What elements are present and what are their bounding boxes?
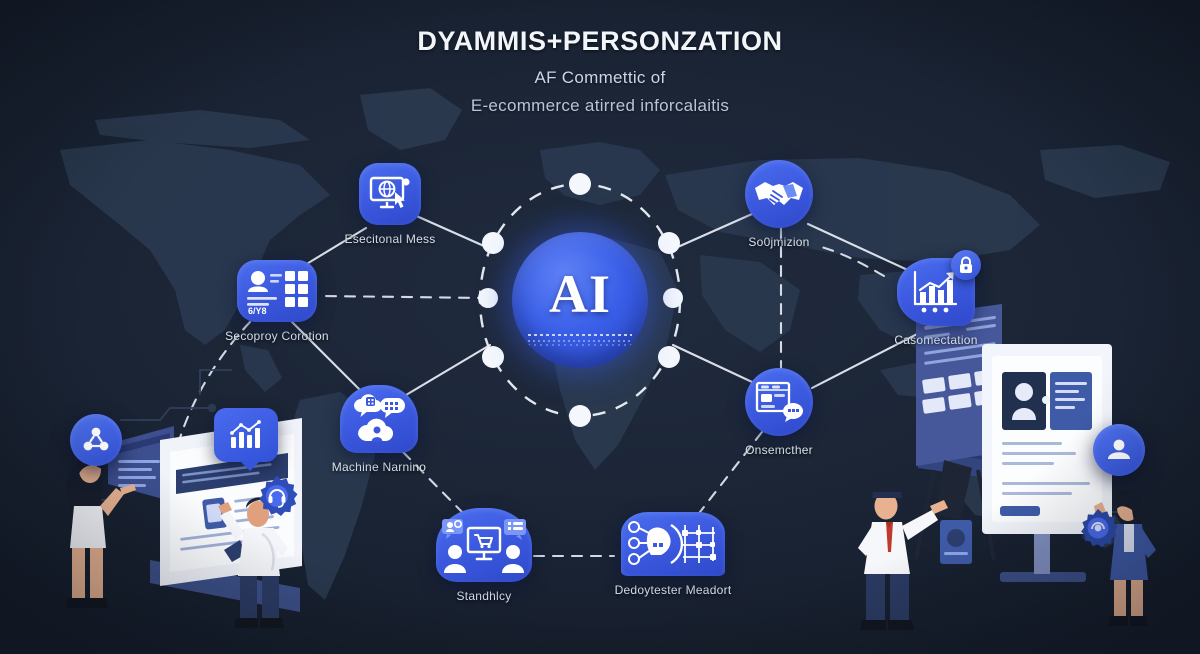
right-main-monitor (982, 344, 1112, 582)
right-tablet-stand (914, 460, 996, 564)
line-ring-to-sooij (669, 212, 754, 252)
line-machine-to-standhlcy-dashed (401, 450, 464, 514)
left-side-monitor (108, 426, 174, 502)
bar-chart-icon[interactable] (214, 408, 278, 471)
page-subtitle-line2: E-ecommerce atirred inforcalaitis (470, 96, 730, 115)
node-label: Standhlcy (456, 589, 512, 603)
node-label: Casomectation (894, 333, 978, 347)
ai-circle: AI (512, 232, 648, 368)
ai-center-node[interactable]: AI (512, 232, 648, 368)
right-person-man (858, 487, 948, 630)
monitor-globe-cursor-icon (359, 163, 421, 225)
cart-monitor-people-icon (436, 508, 532, 582)
node-label: Secoproy Corotion (225, 329, 329, 343)
arc-secopory-left-dashed (166, 320, 252, 494)
share-network-icon[interactable] (70, 414, 122, 466)
profile-card-grid-icon: 6/Y8 (237, 260, 317, 322)
handshake-icon (745, 160, 813, 228)
node-label: Onsemcther (745, 443, 813, 457)
node-onsemcther[interactable]: Onsemcther (704, 368, 854, 457)
line-ring-to-onsem (671, 343, 754, 384)
bar-chart-growth-icon (897, 250, 981, 326)
cloud-chat-bubbles-icon (340, 385, 418, 453)
line-casom-to-onsem (810, 328, 927, 390)
node-label: Dedoytester Meadort (614, 583, 732, 597)
line-electional-to-secopory (298, 226, 368, 270)
orbit-dots (478, 173, 683, 427)
line-ring-to-secopory-dashed (320, 294, 490, 300)
line-ring-to-machine (404, 343, 492, 397)
title-block: DYAMMIS+PERSONZATION AF Commettic of E-e… (0, 26, 1200, 116)
node-label: Esecitonal Mess (344, 232, 436, 246)
line-sooij-to-casom (806, 222, 914, 274)
page-title: DYAMMIS+PERSONZATION (417, 26, 783, 56)
screen-chat-icon (745, 368, 813, 436)
node-standhlcy[interactable]: Standhlcy (409, 508, 559, 603)
line-secopory-to-machine (290, 320, 364, 394)
node-sooijmizion[interactable]: So0jmizion (704, 160, 854, 249)
network-analysis-icon (621, 512, 725, 576)
page-subtitle-line1: AF Commettic of (534, 68, 666, 87)
gear-icon[interactable] (1076, 506, 1120, 550)
chip-inline-text: 6/Y8 (248, 306, 267, 316)
node-secopory-corotion[interactable]: 6/Y8 Secoproy Corotion (202, 260, 352, 343)
headset-gear-icon[interactable] (254, 473, 300, 519)
node-dedoytester-meadort[interactable]: Dedoytester Meadort (598, 512, 748, 597)
line-onsem-to-dedoy-dashed (698, 430, 764, 514)
node-label: Machine Narnino (331, 460, 427, 474)
ai-label: AI (548, 264, 611, 324)
node-electional-mess[interactable]: Esecitonal Mess (315, 163, 465, 246)
line-ring-to-electional (410, 212, 495, 252)
user-circle-icon[interactable] (1093, 424, 1145, 476)
padlock-icon (951, 250, 981, 280)
arc-casom-left-dashed (816, 244, 886, 278)
node-machine-narnino[interactable]: Machine Narnino (304, 385, 454, 474)
node-casomectation[interactable]: Casomectation (861, 250, 1011, 347)
ai-micro-text-lines (528, 333, 632, 346)
node-label: So0jmizion (748, 235, 810, 249)
